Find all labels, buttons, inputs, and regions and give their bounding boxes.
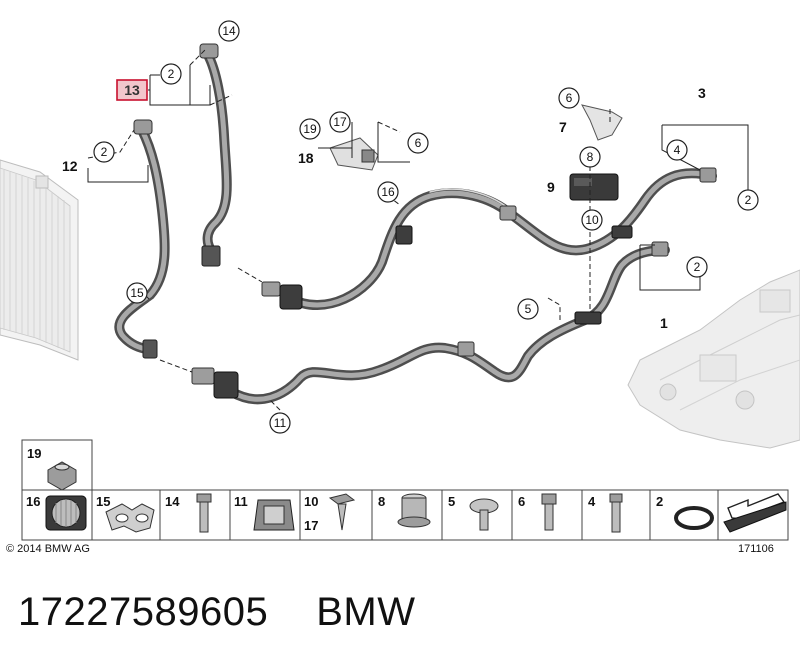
svg-text:8: 8 (587, 150, 594, 164)
svg-text:15: 15 (130, 286, 144, 300)
parts-legend: 19 16 15 14 11 10 17 8 5 6 4 2 (21, 439, 789, 541)
legend-label-14: 14 (165, 494, 180, 509)
svg-text:6: 6 (566, 91, 573, 105)
svg-text:16: 16 (381, 185, 395, 199)
callout-14: 14 (218, 20, 240, 42)
callout-4: 4 (666, 139, 688, 161)
svg-text:6: 6 (415, 136, 422, 150)
transmission-housing (627, 269, 800, 449)
legend-label-19: 19 (27, 446, 41, 461)
direction-arrow-icon (723, 493, 787, 533)
svg-text:2: 2 (168, 67, 175, 81)
label-18: 18 (298, 150, 314, 166)
svg-text:11: 11 (274, 416, 287, 430)
svg-text:14: 14 (222, 24, 236, 38)
retaining-clip-icon (253, 499, 295, 531)
hose-clamp-icon (45, 495, 87, 531)
callout-8: 8 (579, 146, 601, 168)
svg-text:13: 13 (124, 82, 140, 98)
legend-label-6: 6 (518, 494, 525, 509)
bolt-icon (196, 493, 212, 533)
long-bolt-icon (609, 493, 623, 533)
legend-label-8: 8 (378, 494, 385, 509)
callout-11: 11 (269, 412, 291, 434)
callout-19: 19 (299, 118, 321, 140)
callout-2-a: 2 (160, 63, 182, 85)
radiator (0, 159, 79, 361)
callout-2-c: 2 (737, 189, 759, 211)
hex-bolt-icon (541, 493, 557, 531)
label-12: 12 (62, 158, 78, 174)
highlighted-part-13[interactable]: 13 (116, 79, 148, 101)
legend-label-11: 11 (234, 494, 248, 509)
callout-6-a: 6 (407, 132, 429, 154)
svg-text:17: 17 (333, 115, 347, 129)
svg-text:4: 4 (674, 143, 681, 157)
brand-name: BMW (316, 590, 416, 634)
label-9: 9 (547, 179, 555, 195)
callout-17: 17 (329, 111, 351, 133)
svg-text:10: 10 (585, 213, 599, 227)
label-7: 7 (559, 119, 567, 135)
screw-icon (328, 493, 356, 531)
callout-16: 16 (377, 181, 399, 203)
callout-2-d: 2 (686, 256, 708, 278)
o-ring-icon (674, 506, 714, 530)
drawing-number: 171106 (738, 543, 774, 555)
svg-text:2: 2 (101, 145, 108, 159)
label-3: 3 (698, 85, 706, 101)
svg-text:2: 2 (745, 193, 752, 207)
legend-label-15: 15 (96, 494, 110, 509)
svg-text:5: 5 (525, 302, 532, 316)
callout-5: 5 (517, 298, 539, 320)
label-1: 1 (660, 315, 668, 331)
legend-label-2: 2 (656, 494, 663, 509)
callout-2-b: 2 (93, 141, 115, 163)
callout-6-b: 6 (558, 87, 580, 109)
copyright-notice: © 2014 BMW AG (6, 543, 90, 555)
parts-diagram: 14 2 2 19 17 6 16 6 8 10 4 2 2 15 5 11 1… (0, 20, 800, 541)
legend-label-16: 16 (26, 494, 40, 509)
part-footer: 17227589605 BMW (18, 590, 415, 635)
fittings (133, 43, 717, 399)
nut-icon (47, 461, 77, 491)
callout-10: 10 (581, 209, 603, 231)
part-number: 17227589605 (18, 590, 269, 634)
diagram-canvas: 14 2 2 19 17 6 16 6 8 10 4 2 2 15 5 11 1… (0, 20, 800, 541)
svg-text:19: 19 (303, 122, 317, 136)
torx-screw-icon (469, 498, 499, 531)
legend-label-17: 17 (304, 518, 318, 533)
legend-label-5: 5 (448, 494, 455, 509)
callout-15: 15 (126, 282, 148, 304)
legend-label-10: 10 (304, 494, 318, 509)
legend-label-4: 4 (588, 494, 596, 509)
hose-clip-icon (105, 503, 155, 533)
bushing-icon (397, 493, 431, 528)
svg-text:2: 2 (694, 260, 701, 274)
